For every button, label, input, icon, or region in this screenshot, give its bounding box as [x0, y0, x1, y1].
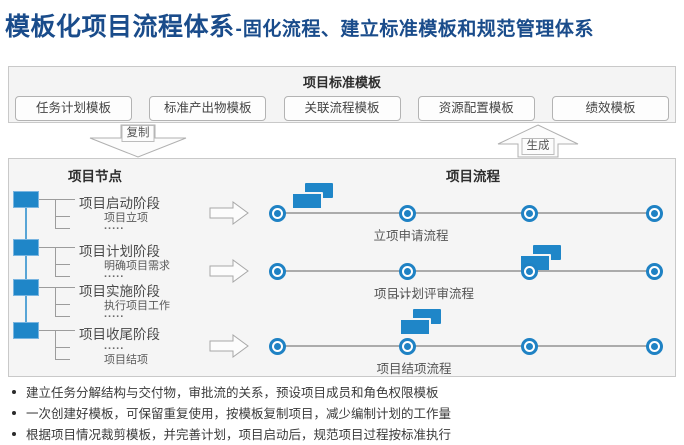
template-box-deliverable: 标准产出物模板 [149, 96, 267, 121]
documents-stack-icon [291, 183, 333, 210]
stage-node-square [13, 239, 39, 256]
timeline-node [521, 338, 538, 355]
stage-title: 项目计划阶段 [79, 244, 160, 259]
stage-planning: 项目计划阶段 明确项目需求 ..... [9, 239, 219, 285]
timeline-node [399, 205, 416, 222]
main-panel: 项目节点 项目流程 项目启动阶段 项目立项 ..... 项目计划阶段 明确项目需… [8, 158, 676, 377]
template-box-performance: 绩效模板 [552, 96, 669, 121]
stage-node-square [13, 279, 39, 296]
bullet-item: 一次创建好模板，可保留重复使用，按模板复制项目，减少编制计划的工作量 [12, 402, 451, 423]
timeline-plan-review: 项目计划评审流程 [269, 263, 664, 301]
right-arrow-icon [209, 259, 249, 283]
right-arrow-icon [209, 201, 249, 225]
standard-template-header: 项目标准模板 [302, 75, 381, 90]
tree-trunk-line [25, 200, 27, 331]
bullet-dot-icon [12, 410, 16, 415]
timeline-label: 项目计划评审流程 [373, 287, 475, 301]
bullet-item: 建立任务分解结构与交付物，审批流的关系，预设项目成员和角色权限模板 [12, 381, 451, 402]
timeline-node [521, 205, 538, 222]
stage-item-ellipsis: ..... [104, 340, 125, 352]
stage-item-ellipsis: ..... [104, 268, 125, 280]
title-subtitle: 固化流程、建立标准模板和规范管理体系 [242, 19, 594, 40]
timeline-closure: 项目结项流程 [269, 338, 664, 376]
project-process-header: 项目流程 [446, 169, 500, 184]
timeline-node [269, 338, 286, 355]
bullet-item: 根据项目情况裁剪模板，并完善计划，项目启动后，规范项目过程按标准执行 [12, 423, 451, 444]
generate-label: 生成 [521, 138, 555, 155]
timeline-line [277, 270, 656, 272]
template-box-row: 任务计划模板 标准产出物模板 关联流程模板 资源配置模板 绩效模板 [15, 96, 669, 121]
stage-closing: 项目收尾阶段 ..... 项目结项 [9, 322, 219, 368]
template-box-task-plan: 任务计划模板 [15, 96, 132, 121]
documents-stack-icon [399, 309, 441, 336]
title-separator: - [235, 19, 242, 40]
timeline-node [399, 338, 416, 355]
stage-title: 项目启动阶段 [79, 196, 160, 211]
timeline-label: 项目结项流程 [376, 362, 452, 376]
timeline-label: 立项申请流程 [373, 229, 449, 243]
process-ellipsis: ..... [391, 286, 418, 300]
timeline-line [277, 212, 656, 214]
stage-item: 执行项目工作 [104, 300, 170, 312]
template-box-resource: 资源配置模板 [417, 96, 535, 121]
stage-node-square [13, 191, 39, 208]
timeline-node [521, 263, 538, 280]
timeline-line [277, 345, 656, 347]
generate-up-arrow: 生成 [496, 124, 580, 158]
copy-label: 复制 [121, 125, 155, 142]
timeline-node [646, 338, 663, 355]
stage-execution: 项目实施阶段 执行项目工作 ..... [9, 279, 219, 325]
right-arrow-icon [209, 334, 249, 358]
stage-item-ellipsis: ..... [104, 220, 125, 232]
bullet-dot-icon [12, 389, 16, 394]
bullet-list: 建立任务分解结构与交付物，审批流的关系，预设项目成员和角色权限模板 一次创建好模… [12, 381, 451, 444]
timeline-initiation: 立项申请流程 [269, 205, 664, 243]
stage-item: 项目结项 [104, 354, 148, 366]
timeline-node [646, 205, 663, 222]
timeline-node [399, 263, 416, 280]
timeline-node [646, 263, 663, 280]
timeline-node [269, 263, 286, 280]
stage-item-ellipsis: ..... [104, 308, 125, 320]
standard-template-panel: 项目标准模板 任务计划模板 标准产出物模板 关联流程模板 资源配置模板 绩效模板 [8, 66, 676, 123]
template-box-process: 关联流程模板 [283, 96, 401, 121]
stage-item: 项目立项 [104, 212, 148, 224]
bullet-dot-icon [12, 431, 16, 436]
timeline-node [269, 205, 286, 222]
page-title: 模板化项目流程体系-固化流程、建立标准模板和规范管理体系 [5, 7, 594, 43]
title-main: 模板化项目流程体系 [5, 13, 235, 41]
stage-node-square [13, 322, 39, 339]
copy-down-arrow: 复制 [88, 124, 188, 158]
stage-initiation: 项目启动阶段 项目立项 ..... [9, 191, 219, 237]
stage-title: 项目实施阶段 [79, 284, 160, 299]
stage-title: 项目收尾阶段 [79, 327, 160, 342]
stage-item: 明确项目需求 [104, 260, 170, 272]
project-nodes-header: 项目节点 [68, 169, 122, 184]
